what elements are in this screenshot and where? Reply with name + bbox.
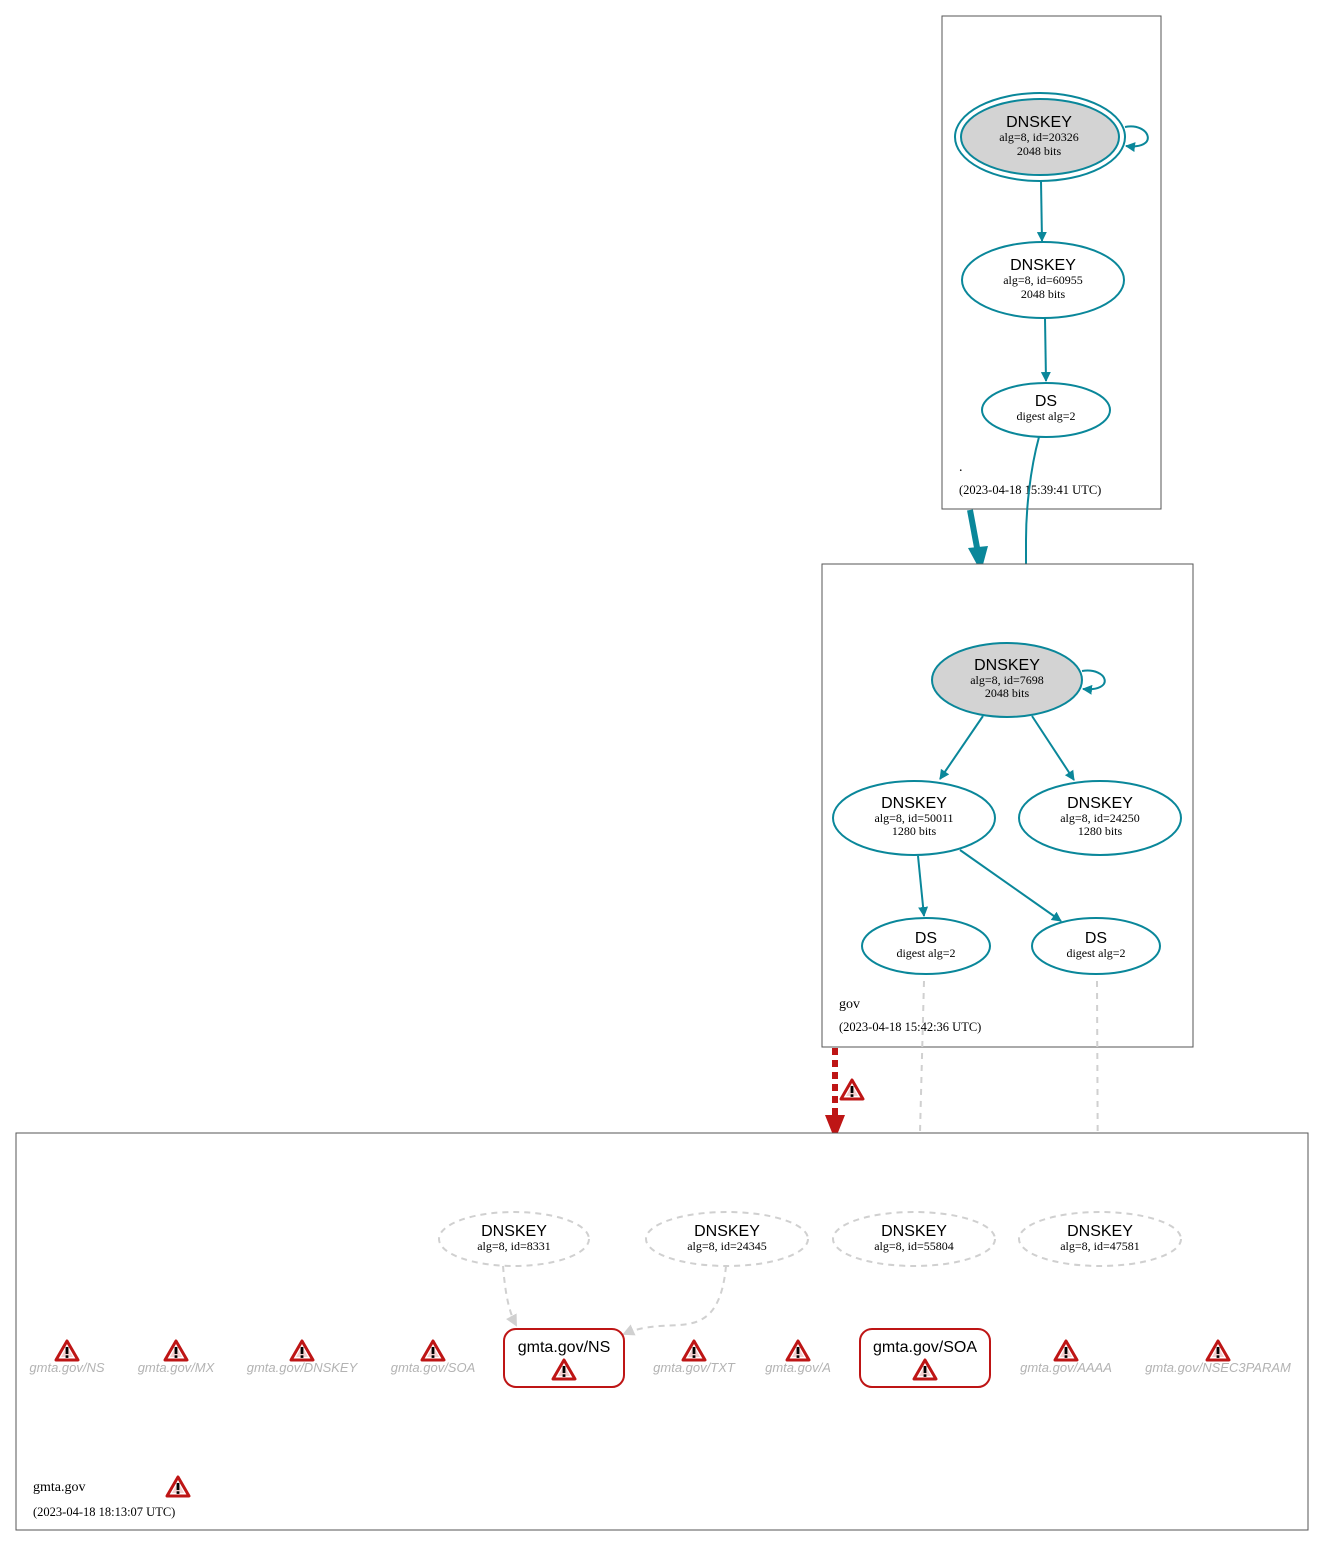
rrset-mx-ghost[interactable]: gmta.gov/MX	[138, 1339, 216, 1375]
zone-gmta-name: gmta.gov	[33, 1480, 86, 1495]
rrset-aaaa-ghost[interactable]: gmta.gov/AAAA	[1020, 1339, 1112, 1375]
rrset-dnskey-label: gmta.gov/DNSKEY	[247, 1360, 359, 1375]
root-zsk-node[interactable]: DNSKEY alg=8, id=60955 2048 bits	[961, 241, 1125, 319]
gov-ds2-node[interactable]: DS digest alg=2	[1031, 917, 1161, 975]
gov-zsk1-title: DNSKEY	[881, 795, 947, 812]
rrset-mx-label: gmta.gov/MX	[138, 1360, 216, 1375]
root-zsk-bits: 2048 bits	[1021, 287, 1066, 301]
gov-ksk-id: alg=8, id=7698	[970, 673, 1044, 687]
rrset-a-ghost[interactable]: gmta.gov/A	[765, 1339, 831, 1375]
gmta-dnskey-8331-node[interactable]: DNSKEY alg=8, id=8331	[438, 1211, 590, 1267]
delegation-root-gov	[967, 509, 981, 554]
gov-ds2-digest: digest alg=2	[1066, 946, 1125, 960]
gov-zsk1-bits: 1280 bits	[892, 824, 937, 838]
edge-gov-zsk1-ds1	[917, 855, 929, 917]
zone-root-name: .	[959, 460, 963, 475]
delegation-root-gov-arrow	[968, 546, 988, 572]
zone-gmta: gmta.gov (2023-04-18 18:13:07 UTC)	[15, 1132, 1309, 1531]
root-ds-node[interactable]: DS digest alg=2	[981, 382, 1111, 438]
root-ksk-node[interactable]: DNSKEY alg=8, id=20326 2048 bits	[954, 92, 1126, 182]
gov-ksk-title: DNSKEY	[974, 657, 1040, 674]
delegation-gov-gmta-arrow	[825, 1115, 845, 1140]
root-ksk-id: alg=8, id=20326	[999, 130, 1079, 144]
gmta-k3-title: DNSKEY	[881, 1223, 947, 1240]
zone-gov-name: gov	[839, 997, 860, 1012]
rrset-soa-box-title: gmta.gov/SOA	[873, 1339, 977, 1356]
edge-gov-ds1-gmta-k3	[912, 980, 925, 1210]
rrset-ns-label: gmta.gov/NS	[29, 1360, 104, 1375]
gov-ksk-node[interactable]: DNSKEY alg=8, id=7698 2048 bits	[931, 642, 1083, 718]
edge-gmta-k2-ns	[622, 1265, 727, 1336]
edge-gov-ksk-zsk1	[939, 715, 984, 780]
rrset-nsec3param-ghost[interactable]: gmta.gov/NSEC3PARAM	[1145, 1339, 1291, 1375]
gmta-dnskey-55804-node[interactable]: DNSKEY alg=8, id=55804	[832, 1211, 996, 1267]
gov-zsk2-id: alg=8, id=24250	[1060, 811, 1140, 825]
zone-root-date: (2023-04-18 15:39:41 UTC)	[959, 483, 1101, 497]
gov-ds1-title: DS	[915, 930, 937, 947]
rrset-dnskey-ghost[interactable]: gmta.gov/DNSKEY	[247, 1339, 359, 1375]
edge-gov-ksk-zsk2	[1031, 715, 1075, 781]
edge-root-zsk-ds	[1040, 317, 1051, 382]
edge-gov-zsk1-ds2	[959, 849, 1062, 922]
gmta-dnskey-47581-node[interactable]: DNSKEY alg=8, id=47581	[1018, 1211, 1182, 1267]
gov-zsk2-title: DNSKEY	[1067, 795, 1133, 812]
rrset-txt-ghost[interactable]: gmta.gov/TXT	[653, 1339, 736, 1375]
root-ksk-bits: 2048 bits	[1017, 144, 1062, 158]
rrset-ns-ghost[interactable]: gmta.gov/NS	[29, 1339, 105, 1375]
gov-ds1-digest: digest alg=2	[896, 946, 955, 960]
root-zsk-id: alg=8, id=60955	[1003, 273, 1083, 287]
gov-ksk-self-edge	[1081, 669, 1106, 695]
root-ds-title: DS	[1035, 393, 1057, 410]
gov-ds2-title: DS	[1085, 930, 1107, 947]
edge-gov-ds2-gmta-k4	[1091, 980, 1104, 1210]
zone-gov-date: (2023-04-18 15:42:36 UTC)	[839, 1020, 981, 1034]
gmta-k4-id: alg=8, id=47581	[1060, 1239, 1140, 1253]
rrset-soa-label: gmta.gov/SOA	[391, 1360, 476, 1375]
gov-zsk1-id: alg=8, id=50011	[874, 811, 953, 825]
rrset-soa-box[interactable]: gmta.gov/SOA	[859, 1328, 991, 1388]
rrset-a-label: gmta.gov/A	[765, 1360, 831, 1375]
zone-gmta-date: (2023-04-18 18:13:07 UTC)	[33, 1505, 175, 1519]
gov-zsk2-bits: 1280 bits	[1078, 824, 1123, 838]
edge-root-ksk-zsk	[1036, 180, 1047, 242]
gmta-k2-title: DNSKEY	[694, 1223, 760, 1240]
delegation-warning-icon[interactable]	[839, 1078, 865, 1101]
gmta-k3-id: alg=8, id=55804	[874, 1239, 954, 1253]
gmta-k1-title: DNSKEY	[481, 1223, 547, 1240]
edge-gmta-k1-ns	[502, 1265, 517, 1327]
rrset-ns-box[interactable]: gmta.gov/NS	[503, 1328, 625, 1388]
zone-gmta-box	[15, 1132, 1309, 1531]
gmta-k2-id: alg=8, id=24345	[687, 1239, 767, 1253]
gov-zsk1-node[interactable]: DNSKEY alg=8, id=50011 1280 bits	[832, 780, 996, 856]
root-ksk-title: DNSKEY	[1006, 114, 1072, 131]
rrset-nsec3param-label: gmta.gov/NSEC3PARAM	[1145, 1360, 1291, 1375]
gov-ksk-bits: 2048 bits	[985, 686, 1030, 700]
gmta-k1-id: alg=8, id=8331	[477, 1239, 551, 1253]
rrset-soa-ghost[interactable]: gmta.gov/SOA	[391, 1339, 476, 1375]
root-ksk-self-edge	[1124, 125, 1149, 153]
rrset-txt-label: gmta.gov/TXT	[653, 1360, 736, 1375]
rrset-aaaa-label: gmta.gov/AAAA	[1020, 1360, 1112, 1375]
gov-zsk2-node[interactable]: DNSKEY alg=8, id=24250 1280 bits	[1018, 780, 1182, 856]
gmta-k4-title: DNSKEY	[1067, 1223, 1133, 1240]
root-zsk-title: DNSKEY	[1010, 257, 1076, 274]
gmta-dnskey-24345-node[interactable]: DNSKEY alg=8, id=24345	[645, 1211, 809, 1267]
gov-ds1-node[interactable]: DS digest alg=2	[861, 917, 991, 975]
root-ds-digest: digest alg=2	[1016, 409, 1075, 423]
rrset-ns-box-title: gmta.gov/NS	[518, 1339, 610, 1356]
